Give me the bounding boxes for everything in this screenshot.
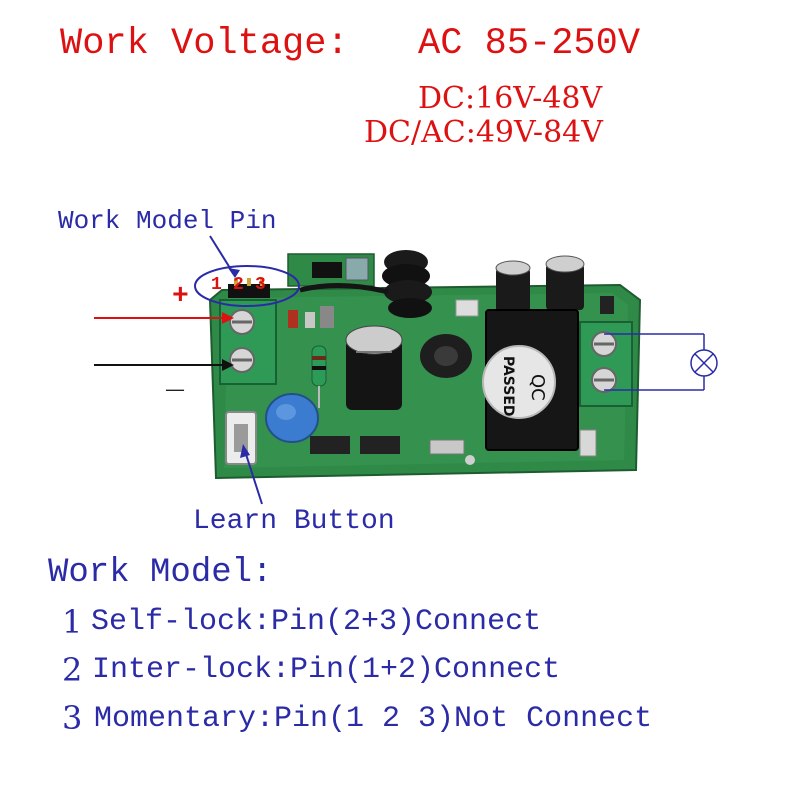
mode-2-number: 2 [62,651,83,689]
pin-pointer-arrow [228,268,240,278]
relay: QC PASSED [482,309,579,451]
output-terminal-block [579,321,633,407]
inductor [420,334,472,378]
learn-pointer-arrow [240,444,250,458]
negative-wire-arrow [222,359,234,371]
capacitor-main [345,325,403,410]
dc-voltage-range: DC:16V-48V [418,81,603,116]
ac-voltage-range: AC 85-250V [418,23,641,65]
qc-stamp-line1: QC [527,374,548,401]
learn-button-label: Learn Button [193,506,395,537]
qc-stamp-line2: PASSED [500,356,516,417]
capacitor-top-left [495,260,531,312]
input-terminal-block [219,299,277,385]
positive-sign: + [172,281,189,312]
pin-highlight-ellipse [194,265,300,307]
mode-2-text: Inter-lock:Pin(1+2)Connect [92,653,561,687]
mode-1-text: Self-lock:Pin(2+3)Connect [91,605,542,639]
coil-inductor [299,250,432,318]
pin-header [228,278,270,298]
work-voltage-title: Work Voltage: [60,23,349,65]
varistor [265,393,319,443]
learn-pointer-line [243,447,263,505]
pin-1-label: 1 [211,275,222,295]
rf-module [287,253,375,287]
work-model-pin-label: Work Model Pin [58,206,277,236]
learn-button-part [225,411,257,465]
lamp-circuit [604,333,705,391]
mode-3-number: 3 [62,699,83,737]
negative-sign: _ [166,364,185,398]
mode-3-text: Momentary:Pin(1 2 3)Not Connect [94,702,653,736]
positive-wire-arrow [222,312,234,324]
pin-2-label: 2 [233,275,244,295]
mode-1-number: 1 [62,603,83,641]
capacitor-top-right [545,255,585,310]
work-model-heading: Work Model: [48,554,273,592]
resistor [311,345,327,408]
pin-3-label: 3 [255,275,266,295]
lamp-icon [690,349,718,377]
dcac-voltage-range: DC/AC:49V-84V [364,115,603,150]
